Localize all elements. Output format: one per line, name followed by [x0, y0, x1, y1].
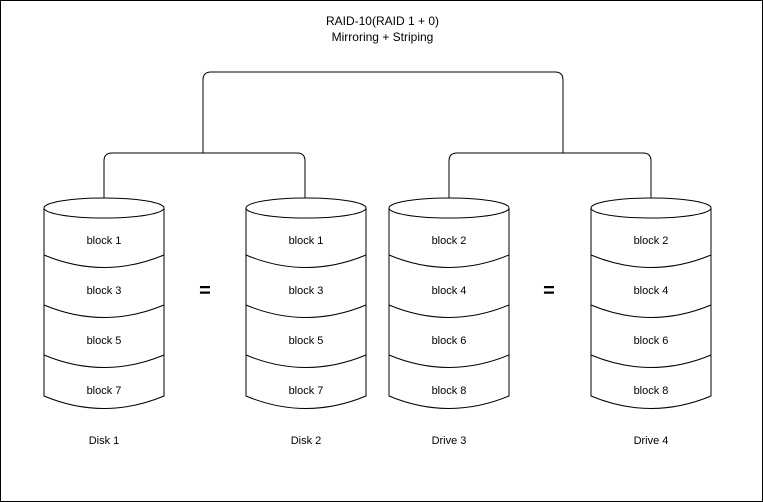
cylinder-disk-1 — [43, 197, 165, 409]
cylinder-drive-3 — [388, 197, 510, 409]
block-label-drive-3-0: block 2 — [431, 235, 467, 247]
cylinder-drive-4 — [590, 197, 712, 409]
disk-caption-disk-1: Disk 1 — [88, 435, 120, 447]
disk-caption-drive-3: Drive 3 — [431, 435, 467, 447]
block-label-drive-3-3: block 8 — [431, 385, 467, 397]
disk-caption-disk-2: Disk 2 — [290, 435, 322, 447]
diagram-title-line-2: Mirroring + Striping — [331, 30, 434, 44]
connector-root-bracket — [202, 71, 564, 153]
block-label-drive-4-2: block 6 — [633, 335, 669, 347]
disk-caption-drive-4: Drive 4 — [633, 435, 669, 447]
block-label-disk-1-0: block 1 — [86, 235, 122, 247]
block-label-disk-2-2: block 5 — [288, 335, 324, 347]
block-label-disk-1-2: block 5 — [86, 335, 122, 347]
connector-right-pair-bracket — [448, 152, 652, 198]
diagram-title-line-1: RAID-10(RAID 1 + 0) — [325, 14, 440, 28]
block-label-disk-1-3: block 7 — [86, 385, 122, 397]
block-label-disk-2-3: block 7 — [288, 385, 324, 397]
mirror-equals-left: = — [199, 280, 211, 302]
block-label-disk-1-1: block 3 — [86, 285, 122, 297]
mirror-equals-right: = — [543, 280, 555, 302]
block-label-drive-3-1: block 4 — [431, 285, 467, 297]
connector-left-pair-bracket — [103, 152, 306, 198]
block-label-drive-4-3: block 8 — [633, 385, 669, 397]
block-label-drive-3-2: block 6 — [431, 335, 467, 347]
block-label-disk-2-0: block 1 — [288, 235, 324, 247]
block-label-drive-4-0: block 2 — [633, 235, 669, 247]
block-label-disk-2-1: block 3 — [288, 285, 324, 297]
block-label-drive-4-1: block 4 — [633, 285, 669, 297]
cylinder-disk-2 — [245, 197, 367, 409]
